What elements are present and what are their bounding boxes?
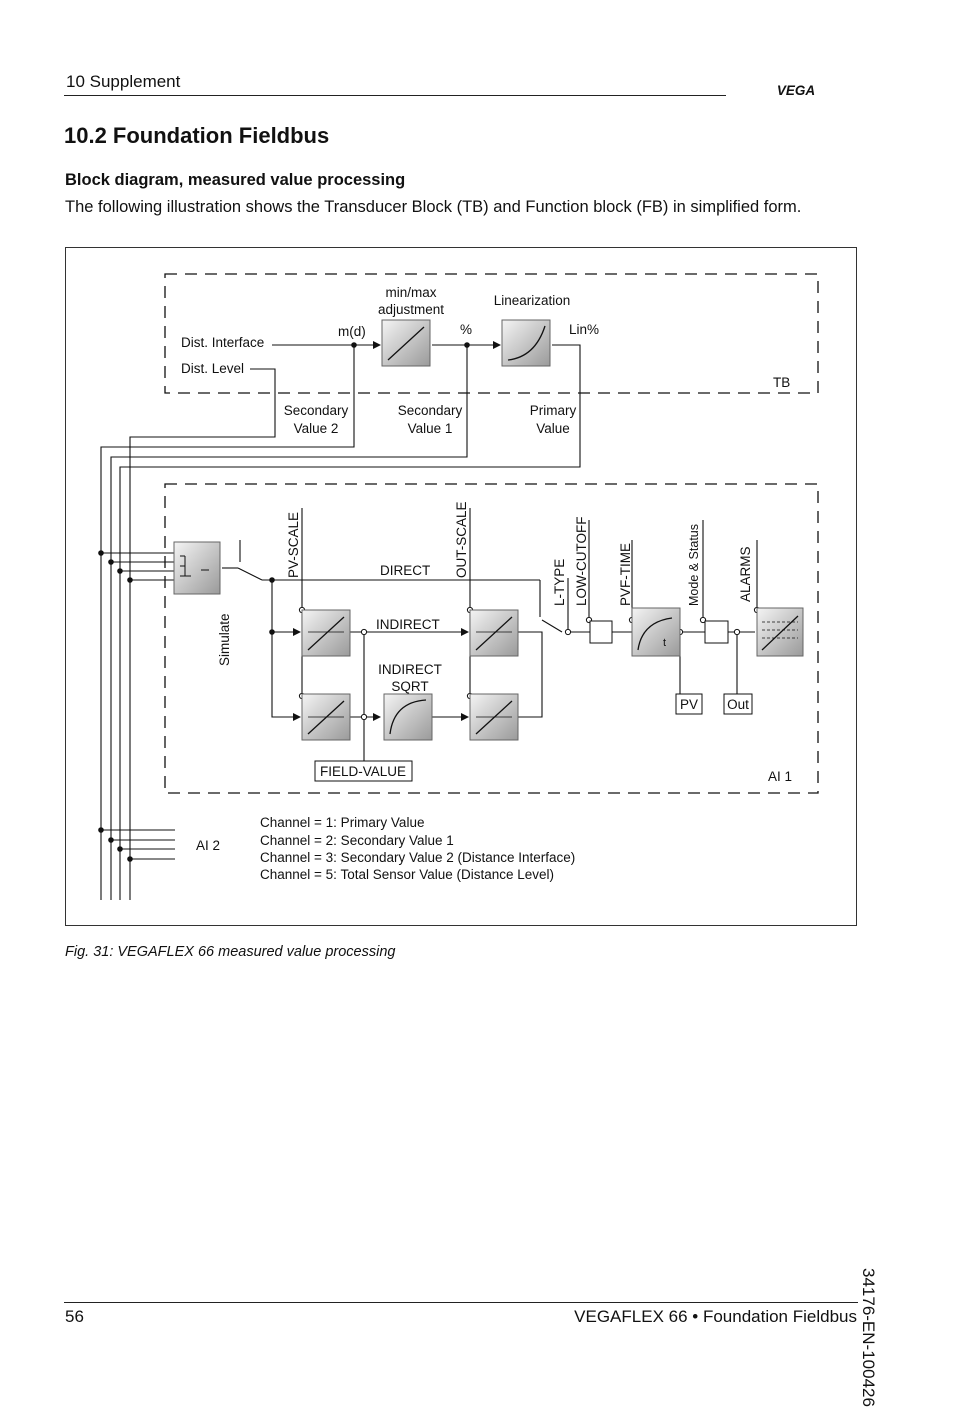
ai2-label: AI 2 — [196, 838, 220, 853]
tb-box — [164, 273, 819, 394]
simulate-label: Simulate — [217, 613, 232, 666]
pv-scale-block-sqrt — [301, 693, 351, 741]
secondary-value-2-label-1: Secondary — [284, 403, 349, 418]
time-constant-label: t — [663, 637, 666, 649]
minmax-label-2: adjustment — [378, 302, 444, 317]
pv-box — [675, 693, 703, 715]
field-value-box — [314, 760, 413, 782]
filter-block — [631, 607, 681, 657]
mode-box — [704, 620, 729, 644]
page-number: 56 — [65, 1307, 84, 1326]
primary-value-label-2: Value — [536, 421, 570, 436]
vega-logo: VEGA — [777, 83, 815, 98]
indirect-sqrt-label-1: INDIRECT — [378, 662, 442, 677]
cutoff-box — [589, 620, 613, 644]
out-label: Out — [727, 697, 749, 712]
page-title: 10.2 Foundation Fieldbus — [64, 123, 330, 148]
channel-legend-4: Channel = 5: Total Sensor Value (Distanc… — [260, 867, 554, 882]
percent-label: % — [460, 322, 472, 337]
out-scale-label: OUT-SCALE — [454, 501, 469, 578]
diagram-frame — [65, 247, 857, 926]
field-value-label: FIELD-VALUE — [320, 764, 406, 779]
channel-selector-block — [173, 541, 221, 595]
footer-rule — [64, 1302, 858, 1303]
tb-label: TB — [773, 375, 790, 390]
secondary-value-2-label-2: Value 2 — [294, 421, 339, 436]
pv-scale-block-direct — [301, 609, 351, 657]
secondary-value-1-label-2: Value 1 — [408, 421, 453, 436]
linpct-label: Lin% — [569, 322, 599, 337]
channel-legend-1: Channel = 1: Primary Value — [260, 815, 424, 830]
out-scale-block-direct — [469, 609, 519, 657]
mode-status-label: Mode & Status — [687, 524, 701, 606]
footer-title: VEGAFLEX 66 • Foundation Fieldbus — [574, 1307, 857, 1326]
minmax-block — [381, 319, 431, 367]
linearization-label: Linearization — [494, 293, 571, 308]
channel-legend-2: Channel = 2: Secondary Value 1 — [260, 833, 454, 848]
header-rule — [64, 95, 726, 96]
out-box — [723, 693, 753, 715]
figure-caption: Fig. 31: VEGAFLEX 66 measured value proc… — [65, 944, 396, 960]
document-id: 34176-EN-100426 — [859, 1268, 878, 1407]
subtitle: Block diagram, measured value processing — [65, 171, 406, 189]
ai1-box — [164, 483, 819, 794]
secondary-value-1-label-1: Secondary — [398, 403, 463, 418]
block-diagram: min/max adjustment Linearization m(d) % … — [98, 273, 819, 900]
md-label: m(d) — [338, 324, 366, 339]
intro-text: The following illustration shows the Tra… — [65, 198, 802, 216]
dist-interface-label: Dist. Interface — [181, 335, 264, 350]
indirect-sqrt-label-2: SQRT — [391, 679, 428, 694]
l-type-label: L-TYPE — [552, 559, 567, 606]
alarms-label: ALARMS — [738, 546, 753, 602]
alarm-block — [756, 607, 804, 657]
direct-label: DIRECT — [380, 563, 430, 578]
pv-scale-label: PV-SCALE — [286, 512, 301, 578]
sqrt-block — [383, 693, 433, 741]
minmax-label-1: min/max — [385, 285, 436, 300]
out-scale-block-sqrt — [469, 693, 519, 741]
indirect-label: INDIRECT — [376, 617, 440, 632]
ai1-label: AI 1 — [768, 769, 792, 784]
svg-text:VEGA: VEGA — [777, 83, 815, 98]
pv-label: PV — [680, 697, 698, 712]
section-header: 10 Supplement — [66, 72, 181, 91]
dist-level-label: Dist. Level — [181, 361, 244, 376]
linearization-block — [501, 319, 551, 367]
primary-value-label-1: Primary — [530, 403, 577, 418]
pvf-time-label: PVF-TIME — [618, 543, 633, 606]
channel-legend-3: Channel = 3: Secondary Value 2 (Distance… — [260, 850, 575, 865]
low-cutoff-label: LOW-CUTOFF — [574, 517, 589, 607]
